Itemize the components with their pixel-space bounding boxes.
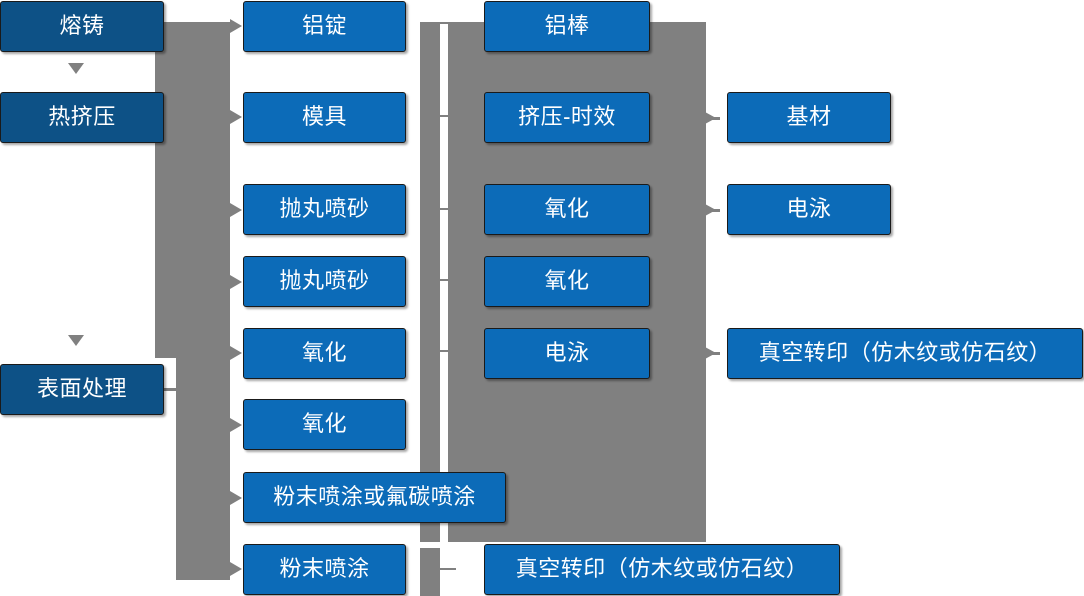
- process-label-oxidation-2: 氧化: [301, 411, 347, 437]
- stage-label-hot-extrude: 热挤压: [48, 104, 116, 130]
- process-label-vacuum-transfer-printing-2: 真空转印（仿木纹或仿石纹）: [758, 340, 1052, 366]
- stage-box-melt-cast[interactable]: 熔铸: [0, 1, 164, 52]
- process-box-oxidation-1[interactable]: 氧化: [243, 328, 406, 379]
- process-label-mold: 模具: [301, 104, 347, 130]
- middle-connector-bar-bottom: [420, 548, 440, 596]
- process-label-powder-or-fluorocarbon-coating: 粉末喷涂或氟碳喷涂: [273, 484, 476, 510]
- process-box-vacuum-transfer-printing-2[interactable]: 真空转印（仿木纹或仿石纹）: [727, 328, 1083, 379]
- process-box-oxidation-2[interactable]: 氧化: [243, 399, 406, 450]
- stage-label-surface-treatment: 表面处理: [36, 376, 127, 402]
- arrow-to-shot-blasting-2: [230, 275, 242, 289]
- process-box-powder-or-fluorocarbon-coating[interactable]: 粉末喷涂或氟碳喷涂: [243, 472, 506, 523]
- process-box-aluminum-bar[interactable]: 铝棒: [484, 1, 650, 52]
- left-connector-down-arrow-hot-extrude: [68, 63, 84, 74]
- stage-box-hot-extrude[interactable]: 热挤压: [0, 92, 164, 143]
- left-connector-stub-surface: [164, 388, 180, 391]
- process-box-electrophoresis-2[interactable]: 电泳: [727, 184, 891, 235]
- process-label-base-material: 基材: [786, 104, 832, 130]
- process-label-aluminum-bar: 铝棒: [544, 13, 590, 39]
- process-box-mold[interactable]: 模具: [243, 92, 406, 143]
- stage-box-surface-treatment[interactable]: 表面处理: [0, 364, 164, 415]
- process-box-vacuum-transfer-printing-1[interactable]: 真空转印（仿木纹或仿石纹）: [484, 544, 840, 595]
- left-connector-bar-lower: [176, 358, 230, 580]
- left-connector-bar-upper: [155, 22, 230, 358]
- process-box-electrophoresis-1[interactable]: 电泳: [484, 328, 650, 379]
- arrow-to-oxidation-2: [230, 418, 242, 432]
- middle-connector-bar: [420, 22, 440, 542]
- arrow-to-powder-or-fluorocarbon: [230, 491, 242, 505]
- left-connector-down-arrow-surface: [68, 335, 84, 346]
- process-box-aluminum-ingot[interactable]: 铝锭: [243, 1, 406, 52]
- arrow-to-base-material: [705, 112, 716, 124]
- process-label-oxidation-3: 氧化: [544, 196, 590, 222]
- process-label-aluminum-ingot: 铝锭: [301, 13, 347, 39]
- process-box-extrusion-aging[interactable]: 挤压-时效: [484, 92, 650, 143]
- process-label-vacuum-transfer-printing-1: 真空转印（仿木纹或仿石纹）: [515, 556, 809, 582]
- arrow-to-mold: [230, 110, 242, 124]
- process-label-oxidation-4: 氧化: [544, 268, 590, 294]
- process-box-oxidation-4[interactable]: 氧化: [484, 256, 650, 307]
- process-label-electrophoresis-2: 电泳: [786, 196, 832, 222]
- process-label-extrusion-aging: 挤压-时效: [518, 104, 616, 130]
- stage-label-melt-cast: 熔铸: [59, 13, 105, 39]
- middle-tick-vacuum-transfer-1: [440, 568, 456, 570]
- process-label-oxidation-1: 氧化: [301, 340, 347, 366]
- arrow-to-aluminum-ingot: [230, 19, 242, 33]
- arrow-to-vacuum-transfer-2: [705, 347, 716, 359]
- arrow-to-oxidation-1: [230, 346, 242, 360]
- process-label-shot-blasting-2: 抛丸喷砂: [279, 268, 370, 294]
- process-box-powder-coating[interactable]: 粉末喷涂: [243, 544, 406, 595]
- process-label-shot-blasting-1: 抛丸喷砂: [279, 196, 370, 222]
- process-box-shot-blasting-1[interactable]: 抛丸喷砂: [243, 184, 406, 235]
- process-box-base-material[interactable]: 基材: [727, 92, 891, 143]
- process-box-shot-blasting-2[interactable]: 抛丸喷砂: [243, 256, 406, 307]
- arrow-to-shot-blasting-1: [230, 203, 242, 217]
- process-label-electrophoresis-1: 电泳: [544, 340, 590, 366]
- arrow-to-powder-coating: [230, 562, 242, 576]
- process-label-powder-coating: 粉末喷涂: [279, 556, 370, 582]
- arrow-to-electrophoresis-2: [705, 204, 716, 216]
- process-box-oxidation-3[interactable]: 氧化: [484, 184, 650, 235]
